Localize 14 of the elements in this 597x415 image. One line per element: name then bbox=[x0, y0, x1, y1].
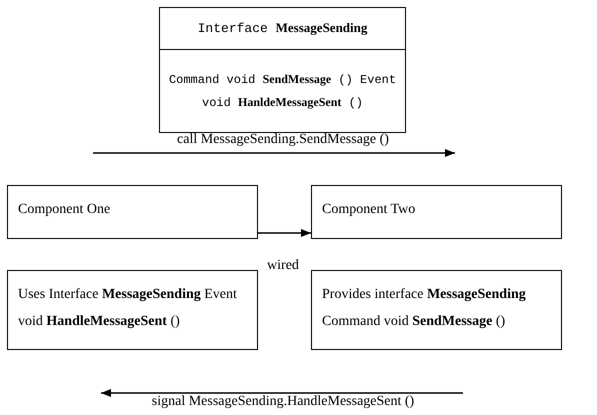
component-text: Component One bbox=[18, 201, 112, 219]
component-box bbox=[7, 185, 258, 239]
component-text: Component Two bbox=[322, 201, 416, 219]
component-text: Provides interface MessageSending Command void SendMessage () bbox=[322, 286, 527, 331]
interface-methods: Command void SendMessage () Event void HanldeMessageSent () bbox=[168, 71, 398, 112]
interface-box bbox=[159, 7, 406, 133]
component-text: Uses Interface MessageSending Event void HandleMessageSent () bbox=[18, 286, 238, 331]
component-box bbox=[311, 185, 562, 239]
arrow bbox=[258, 229, 311, 237]
call-label: call MessageSending.SendMessage () bbox=[177, 131, 389, 149]
component-box bbox=[311, 270, 562, 350]
interface-title: Interface MessageSending bbox=[198, 19, 368, 38]
component-box bbox=[7, 270, 258, 350]
call-label: signal MessageSending.HandleMessageSent () bbox=[152, 393, 414, 411]
